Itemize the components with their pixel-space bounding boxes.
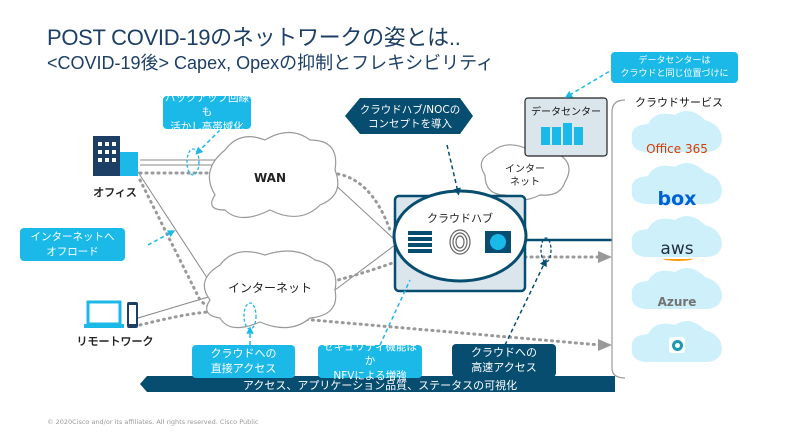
firewall-icon bbox=[408, 231, 432, 253]
webex-logo-icon bbox=[669, 337, 685, 353]
datacenter-label: データセンター bbox=[531, 107, 601, 118]
fingerprint-icon bbox=[449, 229, 471, 255]
offload-callout: インターネットへ オフロード bbox=[20, 228, 125, 261]
office-building-icon bbox=[93, 136, 138, 176]
aws-smile-icon bbox=[663, 256, 693, 261]
arrow-to-cloud bbox=[598, 339, 612, 351]
laptop-phone-icon bbox=[84, 300, 138, 328]
aws-logo: aws bbox=[660, 239, 694, 259]
server-rack-icon bbox=[541, 123, 583, 145]
direct-access-callout: クラウドへの 直接アクセス bbox=[192, 345, 295, 378]
internet-label: インターネット bbox=[227, 281, 312, 295]
office-label: オフィス bbox=[93, 186, 137, 199]
internet-cloud bbox=[203, 250, 337, 329]
page-title: POST COVID-19のネットワークの姿とは.. bbox=[47, 25, 461, 50]
arrow-to-cloud bbox=[598, 251, 612, 263]
wan-cloud bbox=[208, 131, 339, 219]
datacenter-note-callout: データセンターは クラウドと同じ位置づけに bbox=[611, 52, 738, 83]
copyright-footer: © 2020Cisco and/or its affiliates. All r… bbox=[47, 418, 259, 426]
cloud-hub-noc-callout: クラウドハブ/NOCの コンセプトを導入 bbox=[359, 103, 461, 130]
security-nfv-callout: セキュリティ機能ほか NFVによる増強 bbox=[318, 341, 422, 382]
small-internet-label: インター ネット bbox=[505, 164, 545, 188]
cloud-services-heading: クラウドサービス bbox=[635, 96, 723, 109]
cloud-services-bracket bbox=[611, 99, 626, 379]
cloud-shapes bbox=[203, 131, 570, 329]
cloud-hub-noc-shape bbox=[345, 98, 473, 134]
page-subtitle: <COVID-19後> Capex, Opexの抑制とフレキシビリティ bbox=[47, 53, 495, 73]
visibility-banner: アクセス、アプリケーション品質、ステータスの可視化 bbox=[242, 379, 518, 392]
wan-label: WAN bbox=[253, 171, 287, 185]
remote-work-label: リモートワーク bbox=[76, 335, 154, 348]
office365-logo: Office 365 bbox=[646, 142, 708, 156]
fast-access-callout: クラウドへの 高速アクセス bbox=[452, 344, 556, 377]
box-logo: box bbox=[657, 188, 697, 210]
azure-logo: Azure bbox=[657, 295, 697, 309]
backup-callout: バックアップ回線も 活かし高帯域化 bbox=[163, 92, 251, 133]
visibility-banner-shape bbox=[140, 376, 615, 392]
cloud-hub-label: クラウドハブ bbox=[427, 212, 493, 225]
connection-lines bbox=[137, 159, 396, 319]
